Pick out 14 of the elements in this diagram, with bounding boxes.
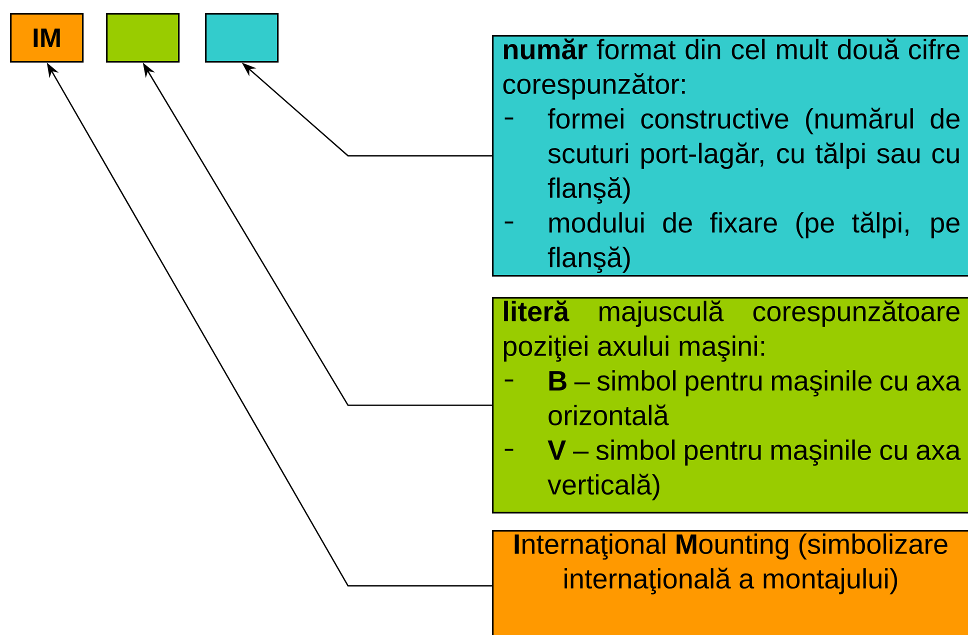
code-box — [106, 13, 180, 63]
description-box — [492, 35, 968, 277]
description-text: număr format din cel mult două cifre corespunzător: — [503, 38, 960, 100]
code-text: IM — [34, 28, 60, 47]
description-box — [492, 530, 968, 635]
bullet-text: modului de fixare (pe tălpi, pe flanşă) — [548, 212, 960, 274]
description-text: literă majusculă corespunzătoare poziţiei axului maşini: — [504, 300, 960, 362]
description-text: Internaţional Mounting (simbolizare internaţională a montajului) — [514, 533, 948, 594]
bullet-text: B – simbol pentru maşinile cu axa orizontală — [548, 370, 961, 426]
bullet-text: V – simbol pentru maşinile cu axa verticală) — [548, 439, 961, 500]
bullet-text: formei constructive (numărul de scuturi port-lagăr, cu tălpi sau cu flanşă) — [548, 108, 960, 204]
description-box — [492, 297, 968, 514]
code-box — [10, 13, 84, 63]
code-box — [205, 13, 279, 63]
